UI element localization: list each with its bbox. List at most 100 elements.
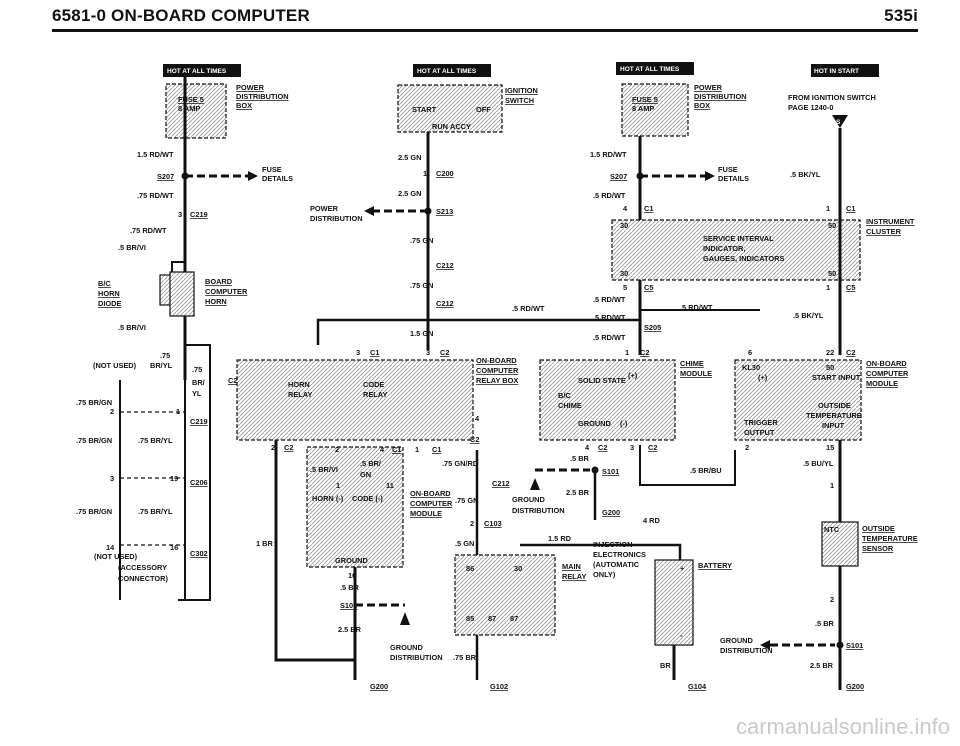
col4: [734, 64, 879, 690]
label-col1-w15: .75 BR/YL: [138, 507, 173, 516]
label-col3-bc-1: CHIME: [558, 401, 582, 410]
label-col1-p3: 3: [110, 474, 114, 483]
label-col3-pdb-2: BOX: [694, 101, 710, 110]
label-col4-ots-2: SENSOR: [862, 544, 894, 553]
label-col3-s101: S101: [602, 467, 619, 476]
label-col3-p5: 5: [623, 283, 627, 292]
label-col2-w14: .5 BR: [340, 583, 360, 592]
label-col3-c2b: C2: [598, 443, 607, 452]
col3-labels: HOT AT ALL TIMES FUSE 5 8 AMP POWER DIST…: [466, 66, 785, 691]
label-col2-p1b: 1: [415, 445, 419, 454]
label-col1-p19: 19: [170, 474, 178, 483]
label-col2-w16: .75 BR: [453, 653, 477, 662]
label-col4-from-0: FROM IGNITION SWITCH: [788, 93, 876, 102]
label-col2-obcm-2: MODULE: [410, 509, 442, 518]
label-col3-w8: .5 BR/BU: [690, 466, 722, 475]
label-col2-p2c: 2: [470, 519, 474, 528]
label-col2-p11: 11: [386, 481, 394, 490]
model-label: 535i: [884, 6, 918, 25]
label-col2-s101: S101: [340, 601, 357, 610]
label-col2-g200: G200: [370, 682, 388, 691]
label-col2-p4b: 4: [380, 445, 385, 454]
label-col2-code_relay-0: CODE: [363, 380, 384, 389]
outside-temperature-sensor: [821, 521, 859, 567]
label-col1-p16: 16: [170, 543, 178, 552]
label-col3-sii-2: GAUGES, INDICATORS: [703, 254, 785, 263]
label-col3-inj-1: ELECTRONICS: [593, 550, 646, 559]
label-col1-w5: .5 BR/VI: [118, 323, 146, 332]
label-col3-p4b: 4: [585, 443, 590, 452]
label-col4-p1: 1: [826, 204, 830, 213]
label-col4-w4: .5 BR: [815, 619, 835, 628]
label-col3-p30b: 30: [620, 269, 628, 278]
label-col3-fuse_details-0: FUSE: [718, 165, 738, 174]
label-col2-off: OFF: [476, 105, 491, 114]
label-col2-p3b: 3: [426, 348, 430, 357]
label-col2-w10: .75 GN/RD: [442, 459, 479, 468]
label-col3-w4: .5 RD/WT: [680, 303, 713, 312]
hot-tag-3: [616, 62, 694, 75]
label-col3-p87: 87: [488, 614, 496, 623]
label-col4-s: S: [836, 119, 841, 126]
label-col3-c2: C2: [640, 348, 649, 357]
label-col2-w3: .75 GN: [410, 236, 433, 245]
hot-tag-3-text: HOT AT ALL TIMES: [620, 66, 680, 73]
label-col2-c103: C103: [484, 519, 502, 528]
label-col2-w2: 2.5 GN: [398, 189, 421, 198]
label-col2-c1: C1: [370, 348, 379, 357]
label-col4-ic-1: CLUSTER: [866, 227, 902, 236]
label-col2-w4: .75 GN: [410, 281, 433, 290]
label-col2-obcm-1: COMPUTER: [410, 499, 453, 508]
label-col3-bat_minus: -: [680, 631, 683, 640]
label-col1-not_used2: (NOT USED): [94, 552, 138, 561]
label-col3-bat_plus: +: [680, 564, 685, 573]
label-col2-g102: G102: [490, 682, 508, 691]
label-col2-obcrb-1: COMPUTER: [476, 366, 519, 375]
on-board-computer-module-2: [306, 446, 404, 568]
label-col2-horn_code-1: CODE (-): [352, 494, 383, 503]
label-col4-p2b: 2: [830, 595, 834, 604]
label-col2-s213: S213: [436, 207, 453, 216]
label-col1-diode-2: DIODE: [98, 299, 121, 308]
label-col3-fuse_amp: 8 AMP: [632, 104, 654, 113]
label-col2-c1c: C1: [432, 445, 441, 454]
label-col3-w6: .5 RD/WT: [593, 333, 626, 342]
label-col1-fuse_details-1: DETAILS: [262, 174, 293, 183]
power-distribution-box-3: [621, 83, 689, 137]
col4-labels: HOT IN START FROM IGNITION SWITCH PAGE 1…: [720, 68, 918, 691]
label-col2-pd-1: DISTRIBUTION: [310, 214, 363, 223]
label-col1-w9: BR/: [192, 378, 205, 387]
label-col3-p85: 85: [466, 614, 474, 623]
label-col3-sii-1: INDICATOR,: [703, 244, 745, 253]
label-col1-fuse: FUSE 5: [178, 95, 204, 104]
label-col1-pdb-0: POWER: [236, 83, 265, 92]
label-col1-pdb-1: DISTRIBUTION: [236, 92, 289, 101]
label-col2-horn_relay-0: HORN: [288, 380, 310, 389]
label-col4-w3: .5 BU/YL: [803, 459, 834, 468]
label-col4-ots-0: OUTSIDE: [862, 524, 895, 533]
label-col3-w11: 1.5 RD: [548, 534, 572, 543]
label-col1-w4: .5 BR/VI: [118, 243, 146, 252]
label-col4-trig-1: OUTPUT: [744, 428, 775, 437]
label-col4-w5: 2.5 BR: [810, 661, 834, 670]
label-col2-w7: .5 BR/VI: [310, 465, 338, 474]
label-col2-w5: .5 RD/WT: [512, 304, 545, 313]
label-col2-pd-0: POWER: [310, 204, 339, 213]
label-col2-w8: .5 BR/: [360, 459, 381, 468]
label-col4-obcm-1: COMPUTER: [866, 369, 909, 378]
label-col3-ground: GROUND: [578, 419, 612, 428]
label-col4-start_in: START INPUT: [812, 373, 861, 382]
label-col3-plus: (+): [628, 371, 638, 380]
label-col3-s207: S207: [610, 172, 627, 181]
label-col2-c200: C200: [436, 169, 454, 178]
label-col2-w13: 1 BR: [256, 539, 274, 548]
label-col2-p1: 1: [423, 169, 427, 178]
label-col3-p30c: 30: [514, 564, 522, 573]
label-col1-w7: BR/YL: [150, 361, 173, 370]
label-col4-p50b: 50: [828, 269, 836, 278]
label-col1-w6: .75: [160, 351, 170, 360]
label-col4-c2: C2: [846, 348, 855, 357]
label-col1-w1: 1.5 RD/WT: [137, 150, 174, 159]
label-col4-gd-0: GROUND: [720, 636, 754, 645]
label-col2-c2: C2: [440, 348, 449, 357]
